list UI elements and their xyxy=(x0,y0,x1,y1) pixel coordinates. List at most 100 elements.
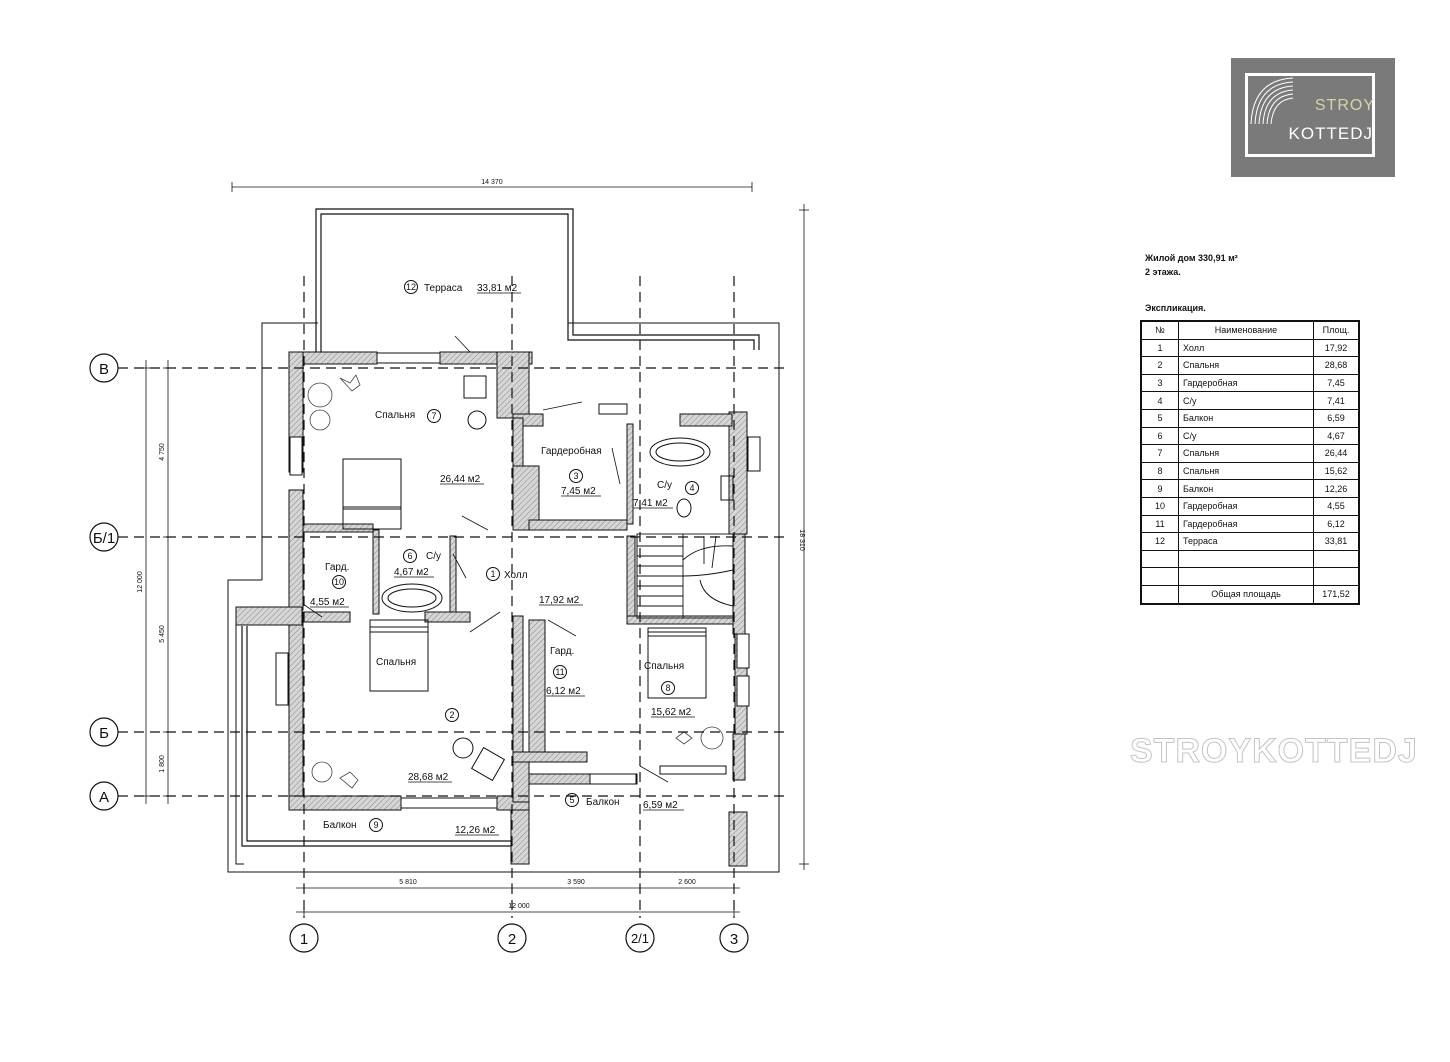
header-num: № xyxy=(1140,320,1179,340)
svg-text:Спальня: Спальня xyxy=(376,657,416,668)
cell-num: 7 xyxy=(1140,444,1179,463)
cell-area: 15,62 xyxy=(1313,461,1360,481)
svg-text:4,55 м2: 4,55 м2 xyxy=(310,597,345,608)
dim-bottom-3: 2 600 xyxy=(678,879,696,886)
dim-bottom-2: 3 590 xyxy=(567,879,585,886)
dim-bottom-1: 5 810 xyxy=(399,879,417,886)
site-outline xyxy=(227,322,780,873)
svg-text:11: 11 xyxy=(555,667,564,677)
svg-text:8: 8 xyxy=(665,683,670,693)
svg-text:33,81 м2: 33,81 м2 xyxy=(477,283,518,294)
cell-area: 33,81 xyxy=(1313,532,1360,551)
cell-name: Гардеробная xyxy=(1178,514,1314,534)
room-terrace: 12 Терраса 33,81 м2 xyxy=(404,280,521,294)
watermark: STROYKOTTEDJ xyxy=(1130,732,1418,771)
svg-text:4,67 м2: 4,67 м2 xyxy=(394,567,429,578)
cell-name: Спальня xyxy=(1178,461,1314,481)
logo-wave-icon xyxy=(1250,77,1294,125)
svg-text:Холл: Холл xyxy=(504,570,528,581)
svg-text:28,68 м2: 28,68 м2 xyxy=(408,772,449,783)
axis-marker-a xyxy=(89,781,119,811)
svg-text:С/у: С/у xyxy=(426,551,441,562)
svg-text:3: 3 xyxy=(573,471,578,481)
cell-name: Спальня xyxy=(1178,356,1314,375)
cell-num: 9 xyxy=(1140,479,1179,498)
axis-label-2: 2 xyxy=(508,931,516,948)
house-info: Жилой дом 330,91 м² 2 этажа. Экспликация… xyxy=(1145,253,1238,317)
room-bedroom-8: Спальня 8 15,62 м2 xyxy=(644,661,695,718)
svg-text:6,59 м2: 6,59 м2 xyxy=(643,800,678,811)
svg-text:7,45 м2: 7,45 м2 xyxy=(561,486,596,497)
room-gard-10: Гард. 10 4,55 м2 xyxy=(310,562,349,608)
cell-name: Гардеробная xyxy=(1178,373,1314,393)
svg-text:6: 6 xyxy=(407,551,412,561)
cell-num: 11 xyxy=(1140,514,1179,534)
svg-text:12,26 м2: 12,26 м2 xyxy=(455,825,496,836)
cell-name: С/у xyxy=(1178,391,1314,410)
svg-text:Гард.: Гард. xyxy=(550,646,574,657)
svg-text:7,41 м2: 7,41 м2 xyxy=(633,498,668,509)
axis-marker-2 xyxy=(497,923,527,953)
table-row-empty xyxy=(1140,567,1360,586)
cell-name: С/у xyxy=(1178,426,1314,446)
svg-text:12: 12 xyxy=(406,282,416,292)
door-swings xyxy=(302,335,669,783)
cell-area: 7,41 xyxy=(1313,391,1360,410)
svg-text:7: 7 xyxy=(431,411,436,421)
cell-num: 6 xyxy=(1140,426,1179,446)
furniture xyxy=(342,375,734,782)
windows xyxy=(275,352,761,809)
explication-title: Экспликация. xyxy=(1145,303,1206,313)
cell-area: 4,55 xyxy=(1313,496,1360,516)
axis-label-b: Б xyxy=(99,725,109,742)
svg-text:1: 1 xyxy=(490,569,495,579)
cell-name: Холл xyxy=(1178,338,1314,358)
cell-num: 2 xyxy=(1140,356,1179,375)
header-area: Площ. xyxy=(1313,320,1360,340)
dim-left-3: 1 800 xyxy=(159,755,166,773)
total-label: Общая площадь xyxy=(1178,584,1314,605)
svg-text:5: 5 xyxy=(569,795,574,805)
terrace-outline xyxy=(315,208,760,352)
room-balcony-9: Балкон 9 12,26 м2 xyxy=(323,818,499,836)
svg-text:9: 9 xyxy=(373,820,378,830)
interior-walls xyxy=(302,417,734,803)
axis-label-3: 3 xyxy=(730,931,738,948)
axis-label-1: 1 xyxy=(300,931,308,948)
axis-marker-1 xyxy=(289,923,319,953)
header-name: Наименование xyxy=(1178,320,1314,340)
cell-num: 10 xyxy=(1140,496,1179,516)
cell-area: 17,92 xyxy=(1313,338,1360,358)
axis-label-a: А xyxy=(99,789,109,806)
table-header-row: № Наименование Площ. xyxy=(1140,320,1360,340)
cell-name: Терраса xyxy=(1178,532,1314,551)
svg-text:Спальня: Спальня xyxy=(644,661,684,672)
axis-marker-b xyxy=(89,717,119,747)
cell-area: 6,12 xyxy=(1313,514,1360,534)
svg-text:Спальня: Спальня xyxy=(375,410,415,421)
svg-text:Терраса: Терраса xyxy=(424,283,463,294)
dim-left-1: 4 750 xyxy=(159,443,166,461)
room-hall-1: 1 Холл 17,92 м2 xyxy=(486,567,583,606)
cell-area: 7,45 xyxy=(1313,373,1360,393)
cell-num: 12 xyxy=(1140,532,1179,551)
total-value: 171,52 xyxy=(1313,584,1360,605)
svg-text:26,44 м2: 26,44 м2 xyxy=(440,474,481,485)
room-bedroom-2: Спальня 2 28,68 м2 xyxy=(376,657,459,783)
svg-text:17,92 м2: 17,92 м2 xyxy=(539,595,580,606)
cell-area: 28,68 xyxy=(1313,356,1360,375)
svg-text:Гард.: Гард. xyxy=(325,562,349,573)
svg-text:С/у: С/у xyxy=(657,480,672,491)
table-row-empty xyxy=(1140,549,1360,569)
room-wardrobe-3: Гардеробная 3 7,45 м2 xyxy=(541,445,602,497)
